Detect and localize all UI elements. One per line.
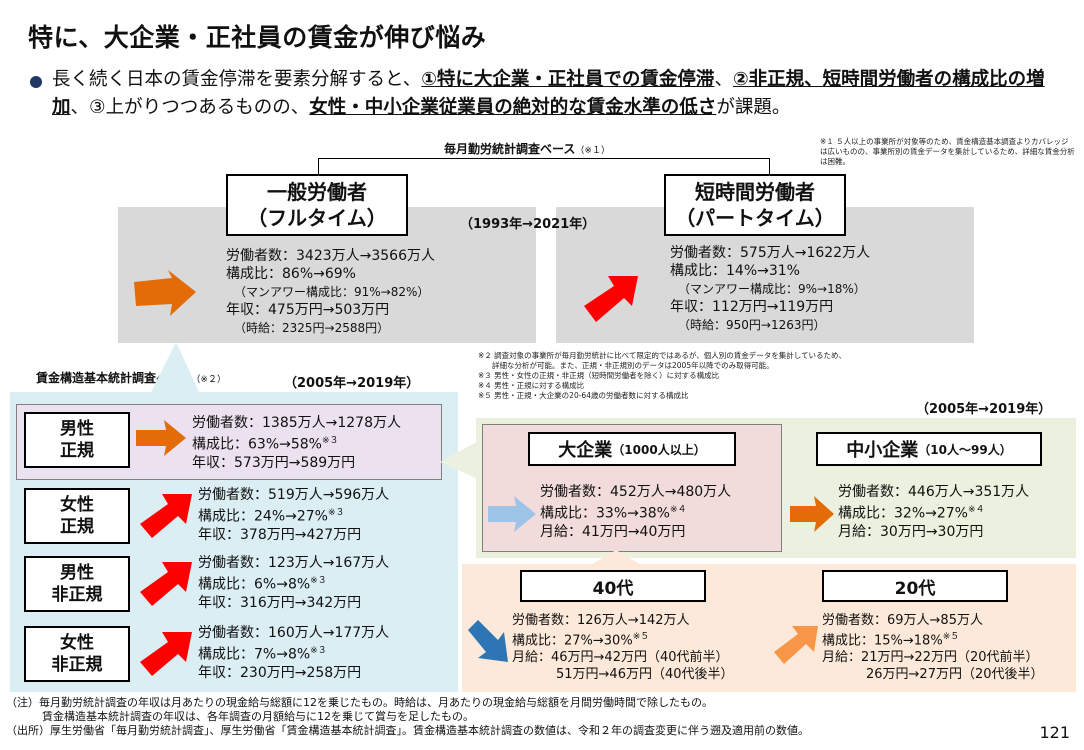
monthly-header: 毎月勤労統計調査ベース（※１） xyxy=(444,142,610,156)
red-arrow-up-icon xyxy=(140,562,192,606)
structure-header: 賃金構造基本統計調査ベース（※２） xyxy=(36,371,226,385)
footer-source: （出所）厚生労働省「毎月勤労統計調査」、厚生労働省「賃金構造基本統計調査」。賃金… xyxy=(6,724,809,737)
blue-arrow-down-icon xyxy=(468,620,508,662)
callout-pointer-down xyxy=(586,550,646,568)
parttime-label: 短時間労働者 （パートタイム） xyxy=(664,174,846,236)
callout-pointer xyxy=(150,342,200,394)
age40-stats: 労働者数：126万人→142万人 構成比：27%→30%※５ 月給：46万円→4… xyxy=(512,613,734,683)
red-arrow-up-icon xyxy=(140,494,192,538)
parttime-stats: 労働者数：575万人→1622万人 構成比：14%→31% （マンアワー構成比：… xyxy=(670,245,871,332)
male-nonregular-label: 男性非正規 xyxy=(24,556,130,612)
fulltime-stats: 労働者数：3423万人→3566万人 構成比：86%→69% （マンアワー構成比… xyxy=(226,248,435,335)
structure-years: （2005年→2019年） xyxy=(284,376,420,391)
callout-pointer-right xyxy=(440,440,480,480)
orange-arrow-icon xyxy=(790,496,834,532)
red-arrow-up-icon xyxy=(584,276,638,322)
monthly-bracket xyxy=(318,158,770,174)
lead-text: 長く続く日本の賃金停滞を要素分解すると、①特に大企業・正社員での賃金停滞、②非正… xyxy=(52,69,1045,118)
footer-note-2: 賃金構造基本統計調査の年収は、各年調査の月額給与に12を乗じて賞与を足したもの。 xyxy=(42,710,474,723)
large-company-stats: 労働者数：452万人→480万人 構成比：33%→38%※４ 月給：41万円→4… xyxy=(540,484,732,540)
bullet-dot xyxy=(30,76,42,88)
structure-years-right: （2005年→2019年） xyxy=(916,402,1052,417)
lightblue-arrow-icon xyxy=(488,496,536,532)
monthly-years: （1993年→2021年） xyxy=(460,217,596,232)
male-regular-stats: 労働者数：1385万人→1278万人 構成比：63%→58%※３ 年収：573万… xyxy=(192,415,401,471)
age20-stats: 労働者数：69万人→85万人 構成比：15%→18%※５ 月給：21万円→22万… xyxy=(822,613,1044,683)
orange-arrow-icon xyxy=(136,420,186,456)
note-1: ※１ ５人以上の事業所が対象等のため、賃金構造基本調査よりカバレッジは広いものの… xyxy=(820,137,1075,166)
female-nonregular-label: 女性非正規 xyxy=(24,626,130,682)
orange-arrow-icon xyxy=(134,270,196,316)
footer-note-1: （注）毎月勤労統計調査の年収は月あたりの現金給与総額に12を乗じたもの。時給は、… xyxy=(6,696,713,709)
large-company-label: 大企業（1000人以上） xyxy=(528,432,736,466)
age20-label: 20代 xyxy=(822,570,1008,602)
small-company-label: 中小企業（10人～99人） xyxy=(816,432,1042,466)
female-nonregular-stats: 労働者数：160万人→177万人 構成比：7%→8%※３ 年収：230万円→25… xyxy=(198,625,390,681)
structure-notes: ※２ 調査対象の事業所が毎月勤労統計に比べて限定的ではあるが、個人別の賃金データ… xyxy=(478,351,846,400)
male-nonregular-stats: 労働者数：123万人→167万人 構成比：6%→8%※３ 年収：316万円→34… xyxy=(198,555,390,611)
small-company-stats: 労働者数：446万人→351万人 構成比：32%→27%※４ 月給：30万円→3… xyxy=(838,484,1030,540)
red-arrow-up-icon xyxy=(140,632,192,676)
female-regular-stats: 労働者数：519万人→596万人 構成比：24%→27%※３ 年収：378万円→… xyxy=(198,487,390,543)
male-regular-label: 男性正規 xyxy=(24,412,130,468)
age40-label: 40代 xyxy=(520,570,706,602)
page-title: 特に、大企業・正社員の賃金が伸び悩み xyxy=(28,23,487,52)
female-regular-label: 女性正規 xyxy=(24,488,130,544)
lightorange-arrow-up-icon xyxy=(774,626,818,664)
page-number: 121 xyxy=(1039,723,1070,742)
fulltime-label: 一般労働者 （フルタイム） xyxy=(226,174,408,236)
